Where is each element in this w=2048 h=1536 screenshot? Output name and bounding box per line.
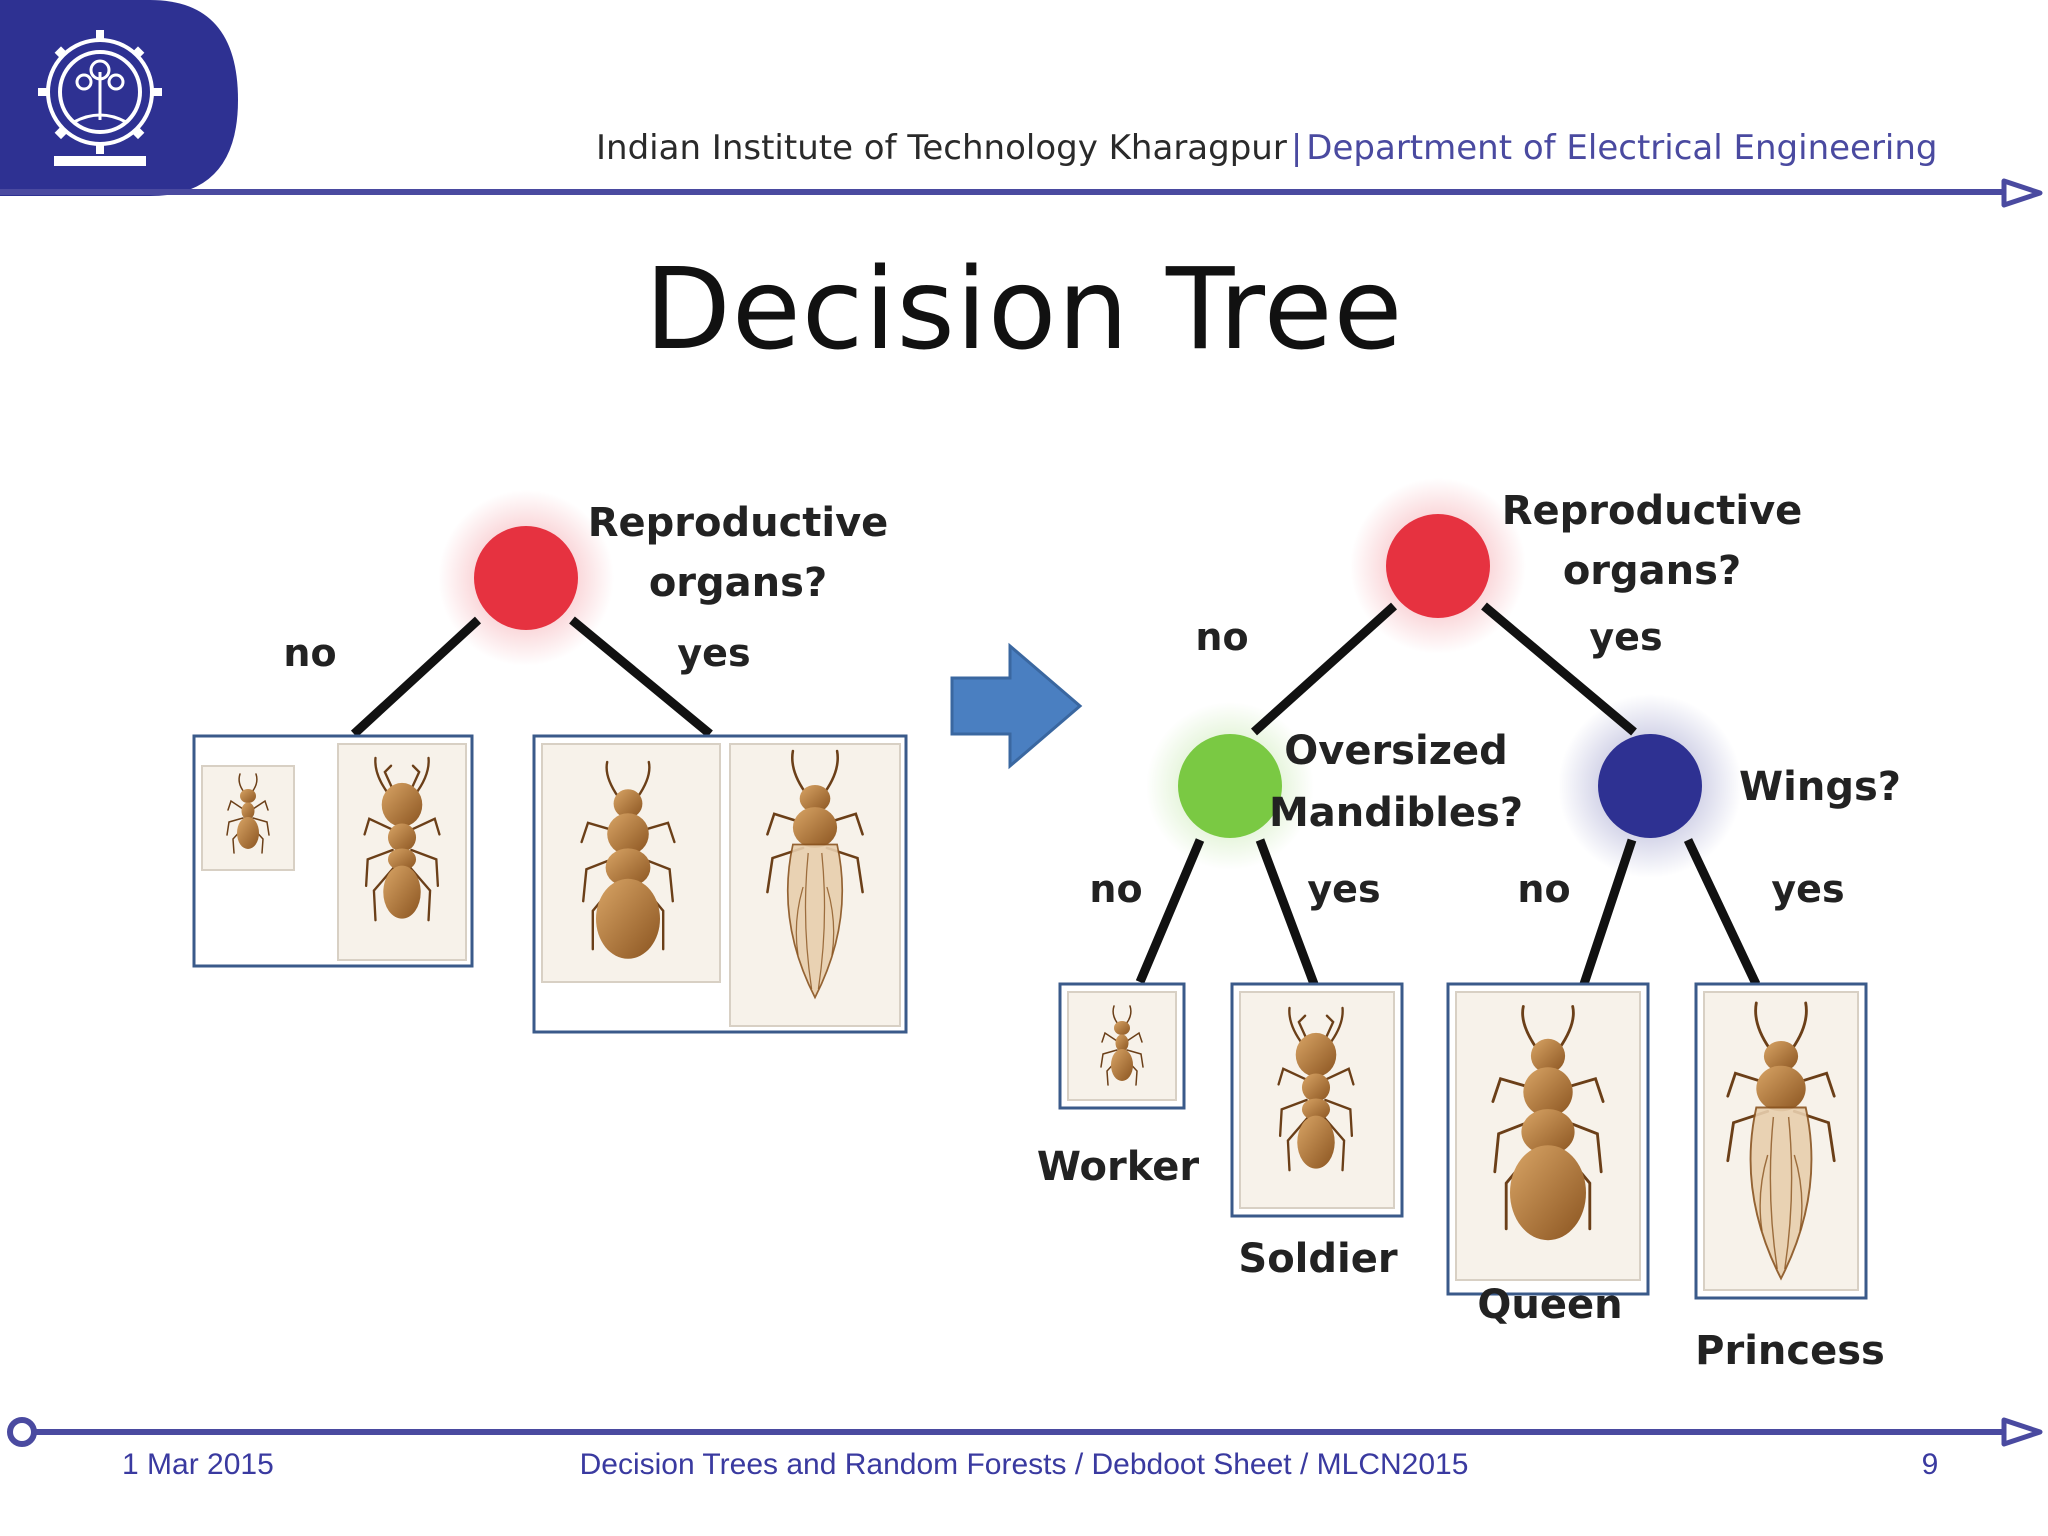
soldier-box — [1230, 982, 1404, 1218]
queen-label: Queen — [1477, 1282, 1622, 1328]
princess-label: Princess — [1695, 1328, 1885, 1374]
slide-title: Decision Tree — [644, 245, 1404, 375]
left-tree-no-label: no — [283, 631, 336, 675]
footer-date: 1 Mar 2015 — [122, 1448, 274, 1481]
mandibles-node — [1178, 734, 1282, 838]
right-tree-root-node — [1386, 514, 1490, 618]
left-tree-no-box — [192, 734, 474, 968]
right-tree-question-line2: organs? — [1563, 548, 1741, 594]
right-tree-root-yes-label: yes — [1589, 615, 1662, 659]
wings-question: Wings? — [1739, 764, 1901, 810]
wings-yes-branch — [1683, 838, 1761, 986]
institute-name: Indian Institute of Technology Kharagpur — [596, 128, 1287, 168]
right-tree-root-no-branch — [1250, 602, 1398, 736]
left-tree-question-line2: organs? — [649, 560, 827, 606]
transform-arrow — [950, 642, 1083, 770]
mandibles-question-line2: Mandibles? — [1269, 790, 1523, 836]
princess-box — [1694, 982, 1868, 1300]
institute-logo — [0, 0, 240, 200]
right-tree-question-line1: Reproductive — [1502, 488, 1803, 534]
left-tree-yes-label: yes — [677, 631, 750, 675]
mandibles-no-branch — [1135, 838, 1205, 984]
wings-node — [1598, 734, 1702, 838]
queen-box — [1446, 982, 1650, 1296]
right-tree-root-no-label: no — [1195, 615, 1248, 659]
left-tree-no-branch — [350, 616, 482, 738]
right-tree-root-yes-branch — [1481, 602, 1637, 736]
mandibles-yes-branch — [1255, 838, 1319, 986]
left-tree-question-line1: Reproductive — [588, 500, 889, 546]
footer-title: Decision Trees and Random Forests / Debd… — [579, 1448, 1469, 1481]
wings-no-branch — [1579, 838, 1637, 986]
left-tree-root-node — [474, 526, 578, 630]
left-tree-yes-branch — [569, 616, 713, 738]
decision-tree-diagram: Reproductive organs? no yes — [0, 470, 2048, 1400]
header-rule — [0, 176, 2048, 216]
soldier-label: Soldier — [1238, 1236, 1397, 1282]
left-tree-yes-box — [532, 734, 908, 1034]
wings-yes-label: yes — [1771, 867, 1844, 911]
footer-rule — [0, 1408, 2048, 1458]
worker-label: Worker — [1037, 1144, 1200, 1190]
page-number: 9 — [1921, 1448, 1939, 1481]
header-text: Indian Institute of Technology Kharagpur… — [596, 128, 1938, 176]
header-separator: | — [1290, 128, 1303, 168]
department-name: Department of Electrical Engineering — [1306, 128, 1938, 168]
worker-box — [1058, 982, 1186, 1110]
wings-no-label: no — [1517, 867, 1570, 911]
mandibles-no-label: no — [1089, 867, 1142, 911]
mandibles-question-line1: Oversized — [1284, 728, 1508, 774]
mandibles-yes-label: yes — [1307, 867, 1380, 911]
